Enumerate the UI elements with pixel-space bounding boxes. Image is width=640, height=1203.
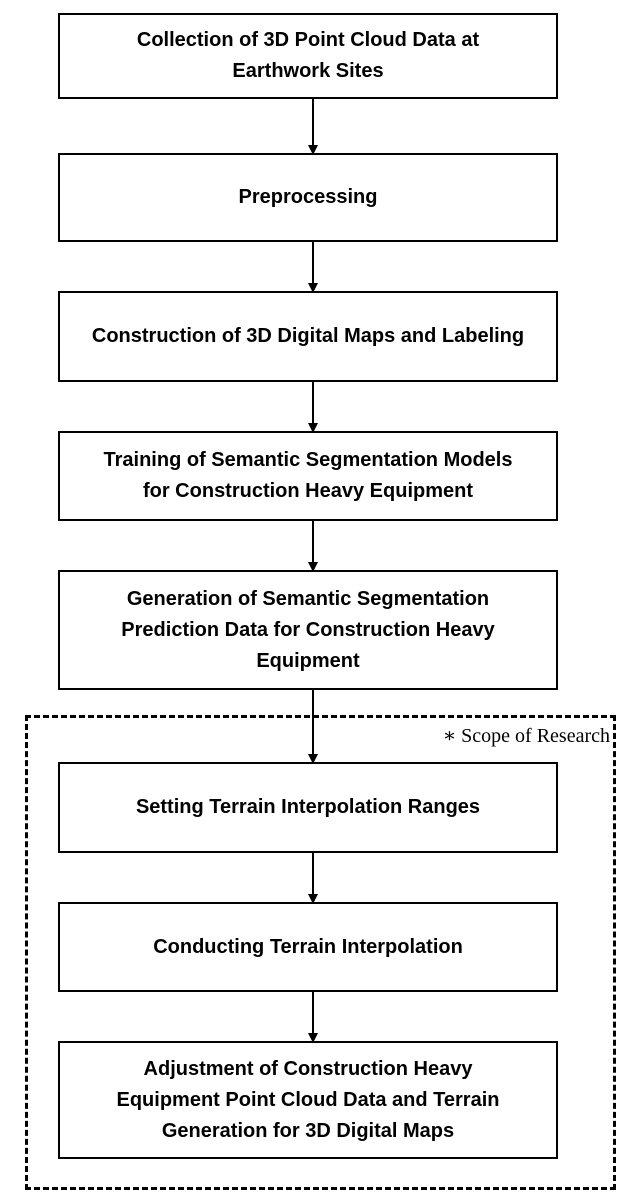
step-adjustment-box: Adjustment of Construction Heavy Equipme… [58,1041,558,1159]
scope-of-research-label: ∗ Scope of Research [442,724,610,748]
step-construction-box: Construction of 3D Digital Maps and Labe… [58,291,558,382]
step-preprocessing-box: Preprocessing [58,153,558,242]
step-setting-box: Setting Terrain Interpolation Ranges [58,762,558,853]
step-generation-box: Generation of Semantic Segmentation Pred… [58,570,558,690]
step-conducting-box: Conducting Terrain Interpolation [58,902,558,992]
step-collection-box: Collection of 3D Point Cloud Data at Ear… [58,13,558,99]
step-training-box: Training of Semantic Segmentation Models… [58,431,558,521]
scope-of-research-boundary [25,715,616,1190]
